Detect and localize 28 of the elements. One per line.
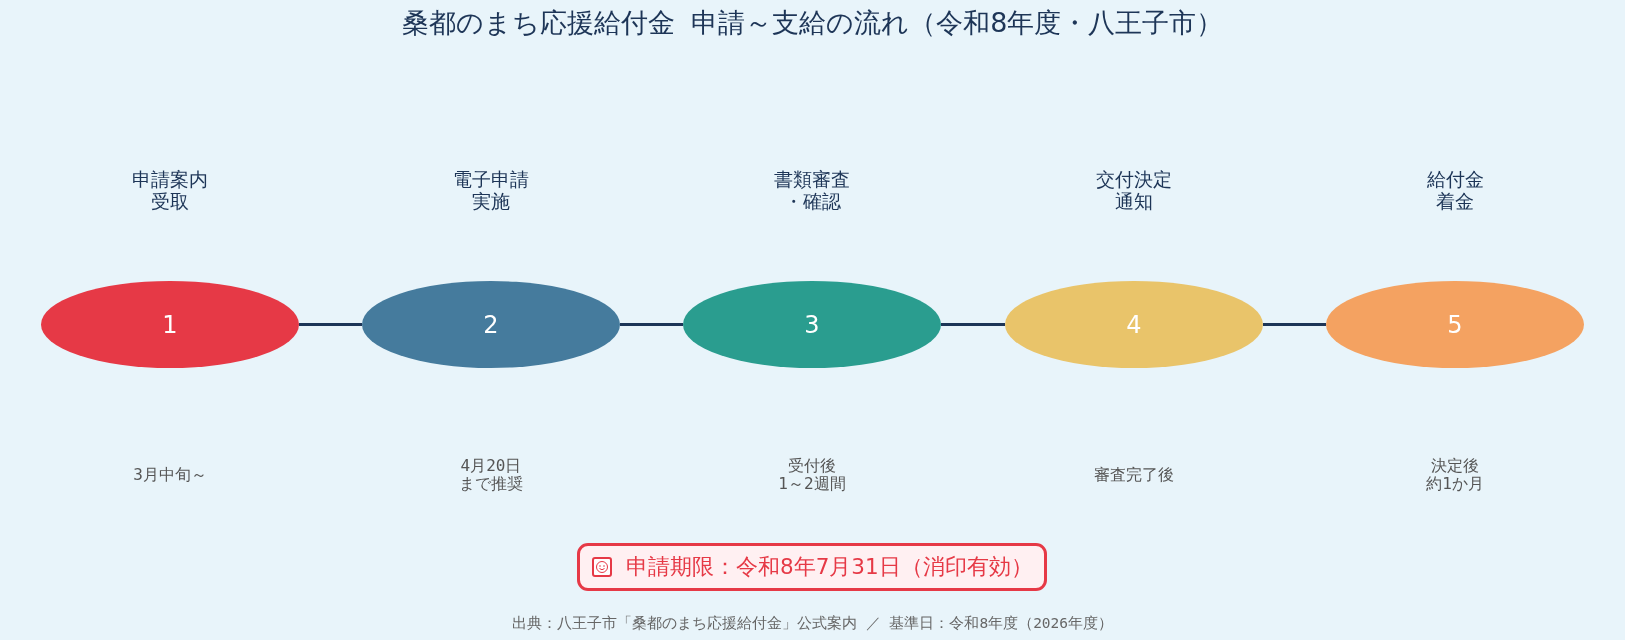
- diagram-title: 桑都のまち応援給付金 申請～支給の流れ（令和8年度・八王子市）: [401, 6, 1224, 40]
- step-timing: 決定後約1か月: [1426, 457, 1484, 493]
- source-note: 出典：八王子市「桑都のまち応援給付金」公式案内 ／ 基準日：令和8年度（2026年度）: [511, 613, 1114, 633]
- step-title: 給付金着金: [1426, 168, 1484, 212]
- connector-line: [1263, 323, 1326, 326]
- step-timing: 審査完了後: [1094, 466, 1174, 484]
- step-title: 交付決定通知: [1096, 168, 1172, 212]
- step-title: 書類審査・確認: [774, 168, 850, 212]
- step-number: 5: [1447, 312, 1463, 337]
- step-timing: 4月20日まで推奨: [459, 457, 523, 493]
- connector-line: [620, 323, 683, 326]
- connector-line: [299, 323, 362, 326]
- step-number: 4: [1126, 312, 1142, 337]
- step-ellipse: [1005, 281, 1263, 368]
- deadline-box: [577, 543, 1047, 591]
- step-ellipse: [683, 281, 941, 368]
- step-number: 2: [483, 312, 499, 337]
- step-ellipse: [41, 281, 299, 368]
- deadline-text: 申請期限：令和8年7月31日（消印有効）: [626, 554, 1033, 580]
- step-number: 1: [162, 312, 178, 337]
- step-ellipse: [362, 281, 620, 368]
- step-ellipse: [1326, 281, 1584, 368]
- step-title: 電子申請実施: [453, 168, 529, 212]
- step-number: 3: [804, 312, 820, 337]
- step-title: 申請案内受取: [132, 168, 208, 212]
- step-timing: 3月中旬～: [133, 466, 207, 484]
- connector-line: [941, 323, 1005, 326]
- step-timing: 受付後1～2週間: [778, 457, 846, 493]
